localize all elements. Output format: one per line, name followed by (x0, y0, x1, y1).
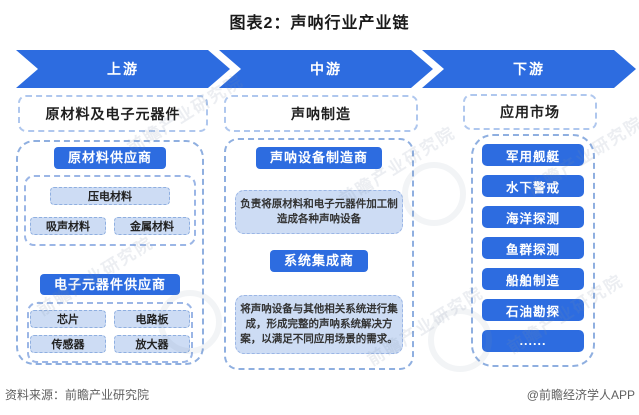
stage-label-upstream: 上游 (107, 61, 139, 77)
stage-arrow-midstream: 中游 (219, 50, 433, 88)
upstream-header-box: 原材料及电子元器件 (18, 95, 208, 132)
raw-material-supplier-label: 原材料供应商 (53, 147, 166, 169)
midstream-header-box: 声呐制造 (224, 95, 418, 132)
component-row-1: 芯片 电路板 (30, 310, 190, 329)
upstream-container: 原材料供应商 压电材料 吸声材料 金属材料 电子元器件供应商 芯片 电路板 传感… (16, 140, 204, 365)
item-metal-material: 金属材料 (114, 216, 190, 235)
app-military-vessels: 军用舰艇 (482, 144, 584, 166)
downstream-container: 军用舰艇 水下警戒 海洋探测 鱼群探测 船舶制造 石油勘探 ...... (471, 134, 595, 367)
diagram-title: 图表2：声呐行业产业链 (229, 15, 410, 32)
credit-note: @前瞻经济学人APP (526, 388, 635, 402)
source-note: 资料来源：前瞻产业研究院 (5, 388, 150, 402)
raw-material-row: 吸声材料 金属材料 (30, 216, 190, 235)
item-chip: 芯片 (30, 310, 106, 329)
stage-label-midstream: 中游 (310, 61, 342, 77)
raw-material-items-box: 压电材料 吸声材料 金属材料 (24, 174, 196, 246)
item-amplifier: 放大器 (114, 335, 190, 354)
app-oil-exploration: 石油勘探 (482, 299, 584, 321)
item-circuit-board: 电路板 (114, 310, 190, 329)
component-row-2: 传感器 放大器 (30, 335, 190, 354)
electronic-component-items-box: 芯片 电路板 传感器 放大器 (27, 302, 193, 364)
app-fish-detection: 鱼群探测 (482, 237, 584, 259)
item-piezoelectric-material: 压电材料 (50, 186, 170, 205)
stage-label-downstream: 下游 (513, 61, 545, 77)
sonar-equipment-manufacturer-label: 声呐设备制造商 (255, 147, 382, 169)
app-ellipsis: ...... (482, 330, 584, 352)
sonar-equipment-manufacturer-desc: 负责将原材料和电子元器件加工制造成各种声呐设备 (235, 189, 403, 235)
electronic-component-supplier-label: 电子元器件供应商 (39, 273, 180, 296)
item-sound-absorbing-material: 吸声材料 (30, 216, 106, 235)
midstream-container: 声呐设备制造商 负责将原材料和电子元器件加工制造成各种声呐设备 系统集成商 将声… (224, 138, 414, 370)
app-shipbuilding: 船舶制造 (482, 268, 584, 290)
system-integrator-label: 系统集成商 (269, 250, 368, 272)
stage-arrow-downstream: 下游 (422, 50, 636, 88)
downstream-header-box: 应用市场 (463, 94, 597, 130)
item-sensor: 传感器 (30, 335, 106, 354)
stage-arrow-band: 上游 中游 下游 (16, 50, 636, 88)
app-underwater-surveillance: 水下警戒 (482, 175, 584, 197)
stage-arrow-upstream: 上游 (16, 50, 230, 88)
system-integrator-desc: 将声呐设备与其他相关系统进行集成，形成完整的声呐系统解决方案，以满足不同应用场景… (235, 294, 403, 355)
app-ocean-exploration: 海洋探测 (482, 206, 584, 228)
